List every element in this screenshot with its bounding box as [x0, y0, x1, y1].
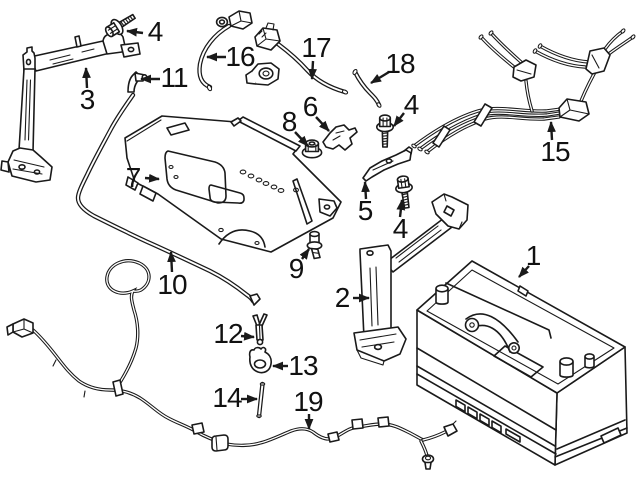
callout-9-arrow — [299, 248, 310, 260]
harness-band-clip — [473, 103, 493, 127]
callout-8-arrow — [294, 131, 309, 147]
battery-terminal — [435, 288, 449, 305]
callout-12-label: 12 — [213, 318, 243, 349]
part-5-support-bracket — [362, 146, 413, 182]
callout-4-arrow — [126, 27, 144, 37]
part-4-bolt-lower — [393, 174, 416, 210]
part-17-battery-cable — [245, 22, 349, 95]
callout-2-label: 2 — [334, 282, 351, 313]
battery-terminal — [559, 361, 574, 378]
harness-connector — [443, 423, 458, 437]
part-1-battery — [416, 260, 628, 466]
part-13-grommet — [248, 346, 272, 374]
harness-fitting — [211, 434, 229, 452]
callout-1-label: 1 — [525, 240, 542, 271]
callout-15-arrow — [547, 121, 556, 141]
callout-arrows — [82, 27, 556, 430]
harness-connector — [12, 318, 34, 338]
callout-8-label: 8 — [281, 106, 298, 137]
callout-6-arrow — [315, 116, 330, 132]
part-4-bolt-middle — [375, 114, 395, 148]
callout-9-label: 9 — [288, 253, 305, 284]
callout-14-label: 14 — [212, 382, 242, 413]
harness-clip — [327, 431, 340, 443]
callout-18-arrow — [370, 70, 390, 85]
callout-5-arrow — [361, 181, 370, 200]
part-6-clamp-bracket — [322, 124, 358, 151]
part-9-rivet — [306, 230, 323, 260]
harness-clip — [351, 418, 364, 430]
callout-17-arrow — [308, 60, 317, 80]
callout-3-label: 3 — [79, 84, 96, 115]
part-18-hose — [352, 68, 382, 108]
callout-17-label: 17 — [301, 32, 331, 63]
callout-12-arrow — [240, 331, 255, 341]
part-12-clip — [252, 313, 268, 346]
callout-4-label: 4 — [392, 213, 409, 244]
callout-18-label: 18 — [385, 48, 415, 79]
callout-7-arrow — [144, 173, 160, 183]
harness-plug — [512, 59, 537, 82]
callout-4-label: 4 — [403, 89, 420, 120]
harness-connector — [558, 98, 590, 122]
callout-13-label: 13 — [288, 350, 318, 381]
callout-10-arrow — [167, 251, 176, 273]
part-15-wiring-harness — [411, 28, 636, 155]
part-2-hold-down-bracket — [353, 193, 469, 366]
part-3-battery-bracket — [0, 32, 141, 183]
harness-bracket-clip — [585, 47, 611, 75]
harness-band-clip — [112, 379, 124, 397]
callout-10-label: 10 — [157, 269, 187, 300]
harness-band-clip — [432, 125, 451, 148]
callout-6-label: 6 — [302, 91, 319, 122]
callout-15-label: 15 — [540, 136, 570, 167]
part-10-vent-tube — [78, 95, 261, 306]
callout-4-arrow — [393, 112, 405, 127]
part-14-tube — [256, 383, 266, 417]
part-8-flange-nut — [301, 139, 323, 159]
part-7-battery-tray — [124, 115, 342, 253]
callout-3-arrow — [82, 67, 91, 89]
callout-5-label: 5 — [357, 195, 374, 226]
callout-19-label: 19 — [293, 386, 323, 417]
callout-7-label: 7 — [125, 162, 142, 193]
callout-4-arrow — [396, 199, 406, 218]
callout-16-label: 16 — [225, 41, 255, 72]
harness-clip — [191, 422, 205, 435]
part-11-tube-hook — [127, 71, 148, 93]
part-16-battery-cable — [199, 10, 253, 92]
callout-11-label: 11 — [160, 62, 188, 93]
callout-1-arrow — [518, 265, 530, 278]
harness-clip — [377, 416, 390, 428]
tube-end-fitting — [249, 293, 261, 306]
part-19-wiring-harness — [6, 259, 458, 470]
callout-4-label: 4 — [147, 16, 164, 47]
